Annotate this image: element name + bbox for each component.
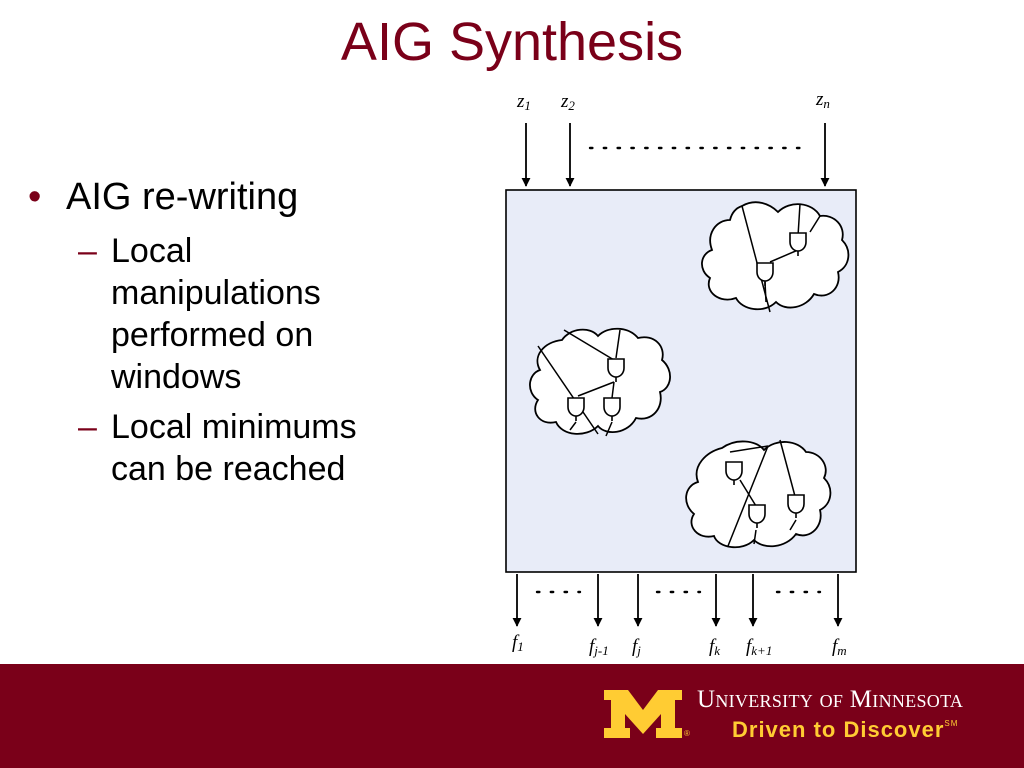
sub-bullet-item: – Local manipulations performed on windo… [28, 230, 411, 398]
input-label: z2 [560, 91, 575, 113]
registered-mark: ® [684, 729, 690, 738]
aig-network-diagram: z1 z2 zn [505, 89, 857, 658]
slide-title: AIG Synthesis [340, 12, 684, 72]
window-cloud [529, 327, 671, 437]
output-label: fm [832, 636, 847, 658]
sub-bullet-item: – Local minimums can be reached [28, 406, 411, 490]
university-m-logo [604, 690, 682, 738]
output-label: fj [632, 636, 641, 658]
input-label: zn [815, 89, 830, 111]
sub-bullet-text: Local manipulations performed on windows [111, 232, 321, 396]
window-cloud [701, 201, 850, 313]
sub-bullet-text: Local minimums can be reached [111, 408, 357, 488]
window-cloud [685, 439, 832, 549]
dash-marker: – [78, 408, 97, 446]
dash-marker: – [78, 232, 97, 270]
bullet-list: • AIG re-writing – Local manipulations p… [28, 172, 448, 490]
tagline: Driven to DiscoverSM [732, 717, 959, 742]
output-label: fk [709, 636, 720, 658]
output-label: fj-1 [589, 636, 609, 658]
bullet-text: AIG re-writing [66, 176, 299, 218]
university-name: University of Minnesota [697, 686, 964, 713]
service-mark: SM [944, 719, 959, 728]
input-label: z1 [516, 91, 531, 113]
output-label: f1 [512, 632, 524, 654]
bullet-marker: • [28, 176, 42, 218]
output-label: fk+1 [746, 636, 772, 658]
footer-bar [0, 664, 1024, 768]
bullet-item: • AIG re-writing [28, 172, 448, 222]
